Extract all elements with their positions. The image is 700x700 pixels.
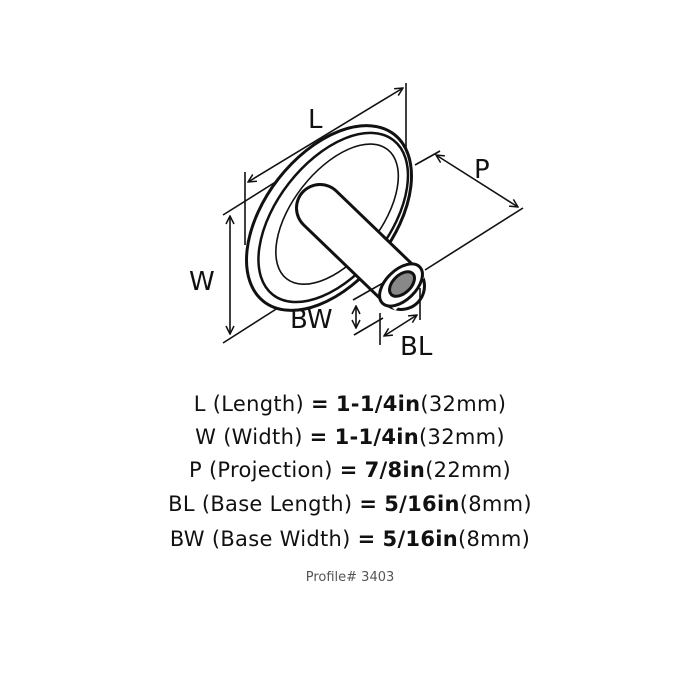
profile-number: Profile# 3403 <box>305 570 395 585</box>
spec-eq: = <box>311 392 329 416</box>
p-extension-bottom <box>424 207 524 271</box>
spec-imperial: 5/16in <box>384 492 460 516</box>
p-dimension-arrow <box>436 155 518 207</box>
spec-base-length: BL (Base Length) = 5/16in(8mm) <box>0 492 700 516</box>
spec-eq: = <box>357 527 376 551</box>
p-extension-top <box>414 150 441 166</box>
spec-metric: (22mm) <box>425 458 512 482</box>
spec-name: (Base Width) <box>211 527 351 551</box>
label-p: P <box>474 155 490 185</box>
spec-eq: = <box>339 458 358 482</box>
label-bl: BL <box>400 332 433 362</box>
spec-eq: = <box>359 492 378 516</box>
spec-eq: = <box>309 425 328 449</box>
label-w: W <box>189 267 215 297</box>
spec-name: (Projection) <box>208 458 333 482</box>
bw-extension-bottom <box>353 317 384 336</box>
spec-metric: (32mm) <box>419 425 505 449</box>
spec-imperial: 1-1/4in <box>334 425 420 449</box>
knob-dimension-drawing: L P W BW BL <box>189 83 524 362</box>
spec-imperial: 7/8in <box>364 458 426 482</box>
spec-imperial: 1-1/4in <box>335 392 421 416</box>
spec-name: (Base Length) <box>201 492 353 516</box>
spec-key: BW <box>169 527 205 551</box>
spec-key: L <box>193 392 206 416</box>
spec-metric: (8mm) <box>458 527 531 551</box>
label-l: L <box>308 105 323 135</box>
label-bw: BW <box>290 305 333 335</box>
w-extension-bottom <box>222 305 282 344</box>
bw-extension-top <box>352 282 384 301</box>
spec-metric: (8mm) <box>459 492 532 516</box>
spec-name: (Width) <box>223 425 303 449</box>
spec-projection: P (Projection) = 7/8in(22mm) <box>0 458 700 482</box>
l-dimension-arrow <box>248 88 403 182</box>
spec-imperial: 5/16in <box>382 527 458 551</box>
bl-dimension-arrow <box>384 315 417 336</box>
spec-key: W <box>195 425 217 449</box>
spec-base-width: BW (Base Width) = 5/16in(8mm) <box>0 527 700 551</box>
spec-length: L (Length) = 1-1/4in(32mm) <box>0 392 700 416</box>
spec-key: BL <box>168 492 195 516</box>
spec-name: (Length) <box>212 392 305 416</box>
knob-stem <box>295 183 426 311</box>
spec-width: W (Width) = 1-1/4in(32mm) <box>0 425 700 449</box>
spec-metric: (32mm) <box>420 392 507 416</box>
spec-key: P <box>188 458 202 482</box>
